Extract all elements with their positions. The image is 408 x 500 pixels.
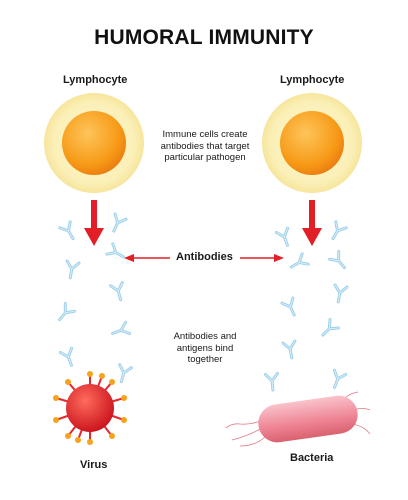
arrow-antibodies-right xyxy=(240,254,284,262)
label-virus: Virus xyxy=(80,459,108,471)
label-antibodies: Antibodies xyxy=(176,251,233,263)
virus-particle xyxy=(53,371,127,445)
arrow-right-down xyxy=(302,200,322,246)
label-bacteria: Bacteria xyxy=(290,452,334,464)
note-immune-cells: Immune cells create antibodies that targ… xyxy=(160,129,250,163)
arrow-antibodies-left xyxy=(124,254,170,262)
bacteria-cell xyxy=(225,391,371,447)
note-bind-together: Antibodies and antigens bind together xyxy=(173,331,237,365)
antibodies-right-group xyxy=(263,220,351,392)
arrow-left-down xyxy=(84,200,104,246)
lymphocyte-left xyxy=(44,93,144,193)
label-lymphocyte-right: Lymphocyte xyxy=(280,74,345,86)
label-lymphocyte-left: Lymphocyte xyxy=(63,74,128,86)
lymphocyte-right xyxy=(262,93,362,193)
diagram-title: HUMORAL IMMUNITY xyxy=(94,26,314,49)
antibodies-left-group xyxy=(53,212,133,385)
